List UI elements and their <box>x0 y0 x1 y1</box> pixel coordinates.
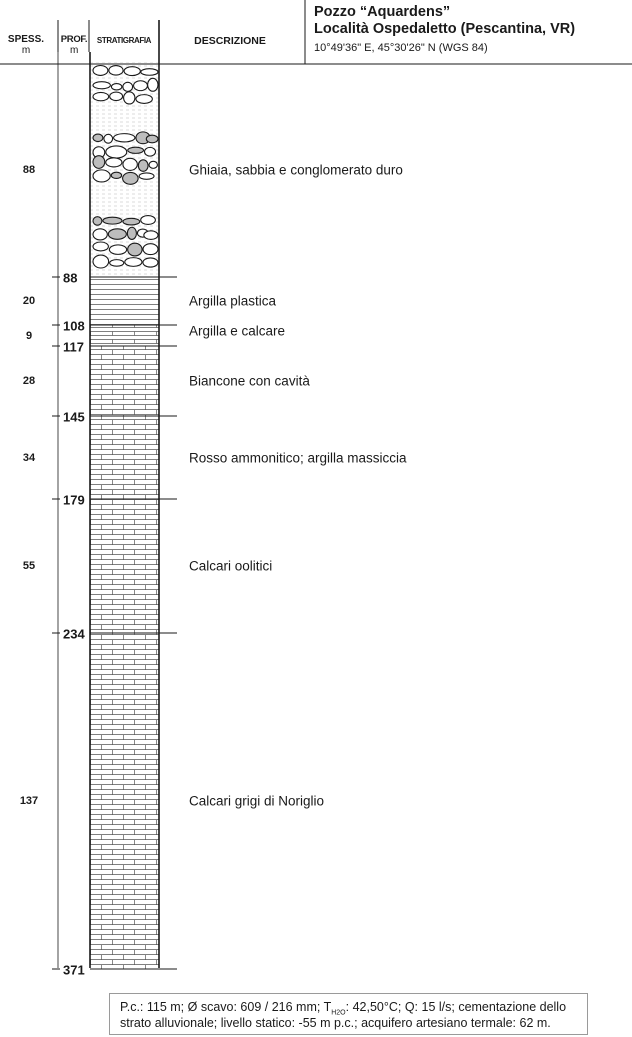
layer-5-limestone <box>90 416 159 499</box>
pebble <box>122 81 134 92</box>
notes-subscript: H2O <box>331 1009 346 1017</box>
pebble <box>92 64 109 76</box>
layer-description: Calcari grigi di Noriglio <box>189 793 325 809</box>
pebble <box>142 243 159 256</box>
pebble <box>92 91 110 102</box>
layer-6-limestone <box>90 499 159 633</box>
well-title: Pozzo “Aquardens” Località Ospedaletto (… <box>314 4 575 38</box>
depth-label: 108 <box>63 318 85 334</box>
pebble <box>122 157 138 171</box>
pebble <box>109 91 124 102</box>
pebble <box>133 80 148 92</box>
header-stratigraphy: STRATIGRAFIA <box>96 36 152 45</box>
well-title-line2: Località Ospedaletto (Pescantina, VR) <box>314 21 576 37</box>
pebble <box>107 228 127 240</box>
pebble <box>138 172 155 180</box>
well-title-line1: Pozzo “Aquardens” <box>314 4 451 20</box>
depth-label: 234 <box>63 626 85 642</box>
layer-description: Argilla e calcare <box>189 323 286 338</box>
pebble <box>108 64 124 76</box>
pebble <box>140 215 156 226</box>
pebble <box>123 66 141 77</box>
pebble <box>92 216 103 226</box>
layer-thickness: 20 <box>22 295 36 307</box>
header-thickness-unit: m <box>21 45 31 56</box>
pebble <box>127 146 145 154</box>
header-depth-label: PROF. <box>60 34 88 45</box>
layer-thickness: 34 <box>22 451 36 464</box>
well-notes-box <box>109 993 588 1035</box>
pebble <box>143 230 159 241</box>
layer-thickness: 55 <box>22 560 36 572</box>
pebble <box>127 242 143 257</box>
depth-label: 88 <box>63 270 78 286</box>
well-notes-line2: strato alluvionale; livello statico: -55… <box>120 1016 551 1030</box>
header-thickness-label: SPESS. <box>7 34 45 45</box>
pebble <box>92 155 106 169</box>
depth-label: 179 <box>63 492 85 508</box>
pebble <box>92 254 110 269</box>
layer-description: Biancone con cavità <box>189 373 310 389</box>
pebble <box>110 83 123 91</box>
pebble <box>108 244 128 255</box>
depth-label: 117 <box>63 339 84 355</box>
layer-2-clay <box>90 277 159 325</box>
pebble <box>122 171 139 185</box>
pebble <box>92 228 108 241</box>
layer-description: Calcari oolitici <box>189 558 273 574</box>
layer-4-limestone <box>90 346 159 416</box>
pebble <box>126 226 137 240</box>
notes-text-a: P.c.: 115 m; Ø scavo: 609 / 216 mm; T <box>120 1000 332 1014</box>
notes-text-b: : 42,50°C; Q: 15 l/s; cementazione dello <box>345 1000 567 1014</box>
pebble <box>92 81 111 90</box>
pebble <box>105 157 123 168</box>
pebble <box>124 257 143 267</box>
pebble <box>105 145 128 159</box>
pebble <box>92 133 104 143</box>
header-description: DESCRIZIONE <box>194 35 266 47</box>
pebble <box>148 160 158 169</box>
header-depth: PROF. m <box>59 34 89 56</box>
well-coordinates: 10°49'36" E, 45°30'26" N (WGS 84) <box>314 42 488 54</box>
pebble <box>109 259 125 267</box>
header-depth-unit: m <box>69 45 79 56</box>
depth-label: 371 <box>63 962 85 978</box>
well-notes-line1: P.c.: 115 m; Ø scavo: 609 / 216 mm; TH2O… <box>120 1000 566 1017</box>
pebble <box>137 159 149 172</box>
pebble <box>92 169 111 183</box>
pebble <box>135 94 153 104</box>
layer-thickness: 88 <box>22 163 36 176</box>
pebble <box>145 134 159 144</box>
layer-description: Rosso ammonitico; argilla massiccia <box>189 450 407 465</box>
layer-thickness: 137 <box>19 795 39 807</box>
pebble <box>92 241 109 252</box>
pebble <box>103 133 114 144</box>
header-thickness: SPESS. m <box>4 34 48 56</box>
layer-description: Argilla plastica <box>189 293 277 309</box>
layer-3-clay-limestone <box>90 325 159 346</box>
layer-thickness: 9 <box>25 329 33 342</box>
layer-7-limestone <box>90 633 159 969</box>
layer-thickness: 28 <box>22 375 36 387</box>
pebble <box>147 77 159 92</box>
pebble <box>122 217 141 226</box>
pebble <box>113 133 136 143</box>
pebble <box>140 68 159 76</box>
layer-description: Ghiaia, sabbia e conglomerato duro <box>189 162 403 177</box>
pebble <box>143 146 157 157</box>
pebble <box>110 171 123 180</box>
pebble <box>142 257 159 268</box>
pebble <box>102 216 123 225</box>
pebble <box>123 91 136 105</box>
depth-label: 145 <box>63 409 85 425</box>
